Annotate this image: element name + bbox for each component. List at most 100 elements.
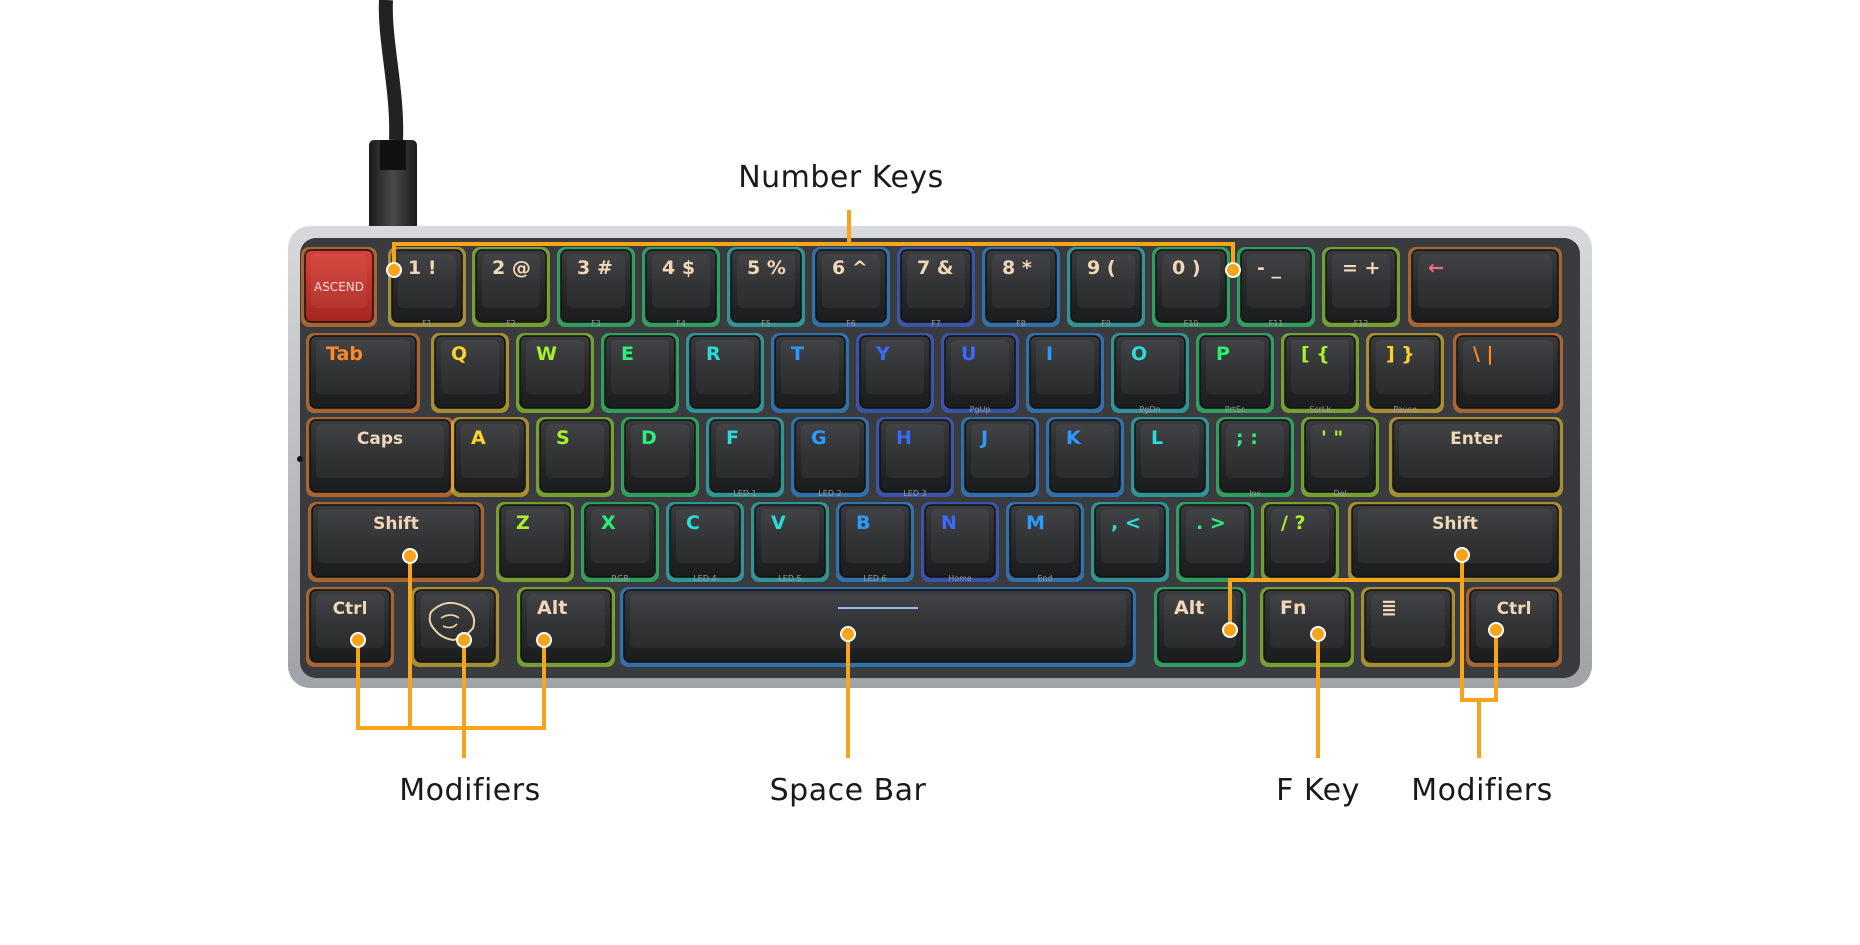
key-2-7[interactable]: J xyxy=(964,419,1036,493)
key-legend: V xyxy=(771,512,786,534)
key-3-1[interactable]: Z xyxy=(499,504,571,578)
keycap xyxy=(1325,249,1397,323)
key-0-0[interactable]: ASCEND xyxy=(304,249,374,323)
key-3-8[interactable]: , < xyxy=(1094,504,1166,578)
key-3-11[interactable]: Shift xyxy=(1351,504,1559,578)
key-legend: Tab xyxy=(326,343,363,365)
key-0-11[interactable]: - _F11 xyxy=(1240,249,1312,328)
keycap xyxy=(309,589,391,663)
key-2-12[interactable]: Enter xyxy=(1392,419,1560,493)
key-4-4[interactable]: Alt xyxy=(1157,589,1243,663)
key-legend: Shift xyxy=(373,514,419,534)
key-2-8[interactable]: K xyxy=(1049,419,1121,493)
key-0-2[interactable]: 2 @F2 xyxy=(475,249,547,328)
key-sub-legend: Ins xyxy=(1249,489,1261,498)
key-sub-legend: Del xyxy=(1333,489,1346,498)
key-0-10[interactable]: 0 )F10 xyxy=(1155,249,1227,328)
keycap-top xyxy=(1376,340,1434,394)
key-1-2[interactable]: W xyxy=(519,335,591,409)
keycap xyxy=(1029,335,1101,409)
key-1-0[interactable]: Tab xyxy=(309,335,417,409)
key-legend: ≣ xyxy=(1381,597,1397,619)
key-legend: C xyxy=(686,512,700,534)
key-2-0[interactable]: Caps xyxy=(309,419,451,493)
key-legend: ] } xyxy=(1386,343,1415,365)
key-sub-legend: LED 3 xyxy=(903,489,926,498)
key-sub-legend: F12 xyxy=(1354,319,1369,328)
key-1-11[interactable]: [ {ScrLk xyxy=(1284,335,1356,414)
key-3-0[interactable]: Shift xyxy=(311,504,481,578)
keycap-top xyxy=(676,509,734,563)
callout-dot xyxy=(1454,547,1470,563)
key-legend: - _ xyxy=(1257,257,1282,279)
keycap-top xyxy=(546,424,604,478)
key-legend: P xyxy=(1216,343,1230,365)
key-4-3[interactable] xyxy=(623,589,1133,663)
key-4-7[interactable]: Ctrl xyxy=(1469,589,1559,663)
key-legend: = + xyxy=(1342,257,1380,279)
key-1-13[interactable]: \ | xyxy=(1456,335,1560,409)
key-0-6[interactable]: 6 ^F6 xyxy=(815,249,887,328)
keycap xyxy=(560,249,632,323)
keycap xyxy=(689,335,761,409)
key-sub-legend: LED 2 xyxy=(818,489,841,498)
key-sub-legend: LED 5 xyxy=(778,574,801,583)
key-0-13[interactable]: ← xyxy=(1411,249,1559,323)
keycap-top xyxy=(631,424,689,478)
key-4-5[interactable]: Fn xyxy=(1263,589,1351,663)
key-1-6[interactable]: Y xyxy=(859,335,931,409)
key-0-9[interactable]: 9 (F9 xyxy=(1070,249,1142,328)
key-3-4[interactable]: V LED 5 xyxy=(754,504,826,583)
key-0-4[interactable]: 4 $F4 xyxy=(645,249,717,328)
key-2-11[interactable]: ' " Del xyxy=(1304,419,1376,498)
key-4-1[interactable] xyxy=(414,589,496,663)
key-0-1[interactable]: 1 !F1 xyxy=(391,249,463,328)
key-0-7[interactable]: 7 &F7 xyxy=(900,249,972,328)
keycap-top xyxy=(506,509,564,563)
key-3-9[interactable]: . > xyxy=(1179,504,1251,578)
key-3-10[interactable]: / ? xyxy=(1264,504,1336,578)
key-legend: Ctrl xyxy=(333,599,368,619)
label-space-bar: Space Bar xyxy=(769,773,927,808)
key-2-9[interactable]: L xyxy=(1134,419,1206,493)
key-1-3[interactable]: E xyxy=(604,335,676,409)
key-1-4[interactable]: R xyxy=(689,335,761,409)
keycap xyxy=(1264,504,1336,578)
key-2-1[interactable]: A xyxy=(454,419,526,493)
key-1-1[interactable]: Q xyxy=(434,335,506,409)
keycap-top xyxy=(1226,424,1284,478)
key-1-8[interactable]: I xyxy=(1029,335,1101,409)
keycap-top xyxy=(1311,424,1369,478)
keycap-top xyxy=(1418,254,1552,308)
key-legend: Shift xyxy=(1432,514,1478,534)
key-1-12[interactable]: ] }Pause xyxy=(1369,335,1441,414)
key-sub-legend: LED 6 xyxy=(863,574,886,583)
key-legend: Enter xyxy=(1450,429,1502,449)
key-legend: ' " xyxy=(1321,427,1343,449)
key-0-8[interactable]: 8 *F8 xyxy=(985,249,1057,328)
keycap xyxy=(754,504,826,578)
key-2-3[interactable]: D xyxy=(624,419,696,493)
key-0-5[interactable]: 5 %F5 xyxy=(730,249,802,328)
key-4-6[interactable]: ≣ xyxy=(1364,589,1452,663)
key-0-3[interactable]: 3 #F3 xyxy=(560,249,632,328)
key-1-5[interactable]: T xyxy=(774,335,846,409)
key-2-10[interactable]: ; :Ins xyxy=(1219,419,1291,498)
key-4-2[interactable]: Alt xyxy=(520,589,612,663)
keycap-top xyxy=(316,594,384,648)
key-0-12[interactable]: = + F12 xyxy=(1325,249,1397,328)
key-4-0[interactable]: Ctrl xyxy=(309,589,391,663)
key-2-2[interactable]: S xyxy=(539,419,611,493)
